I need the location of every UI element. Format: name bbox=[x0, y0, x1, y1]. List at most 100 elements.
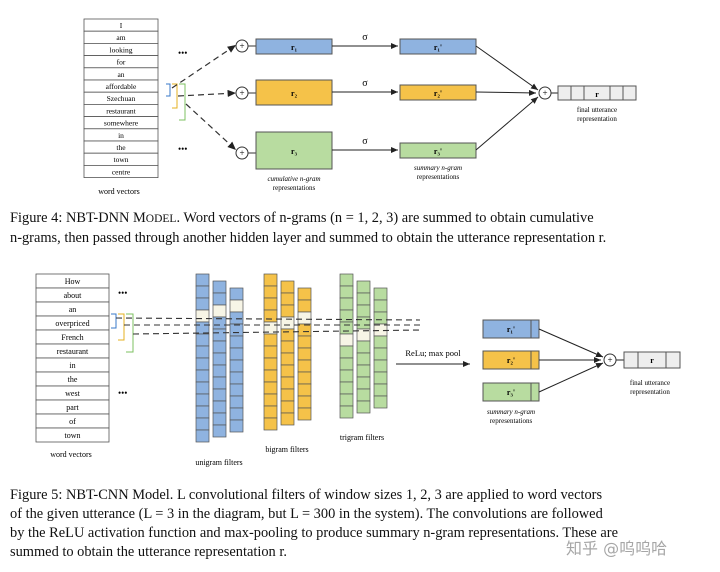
unigram-filter-cell bbox=[195, 405, 210, 419]
trigram-filter-cell bbox=[339, 369, 354, 383]
fig5-plus-final-text: + bbox=[607, 355, 612, 365]
fig4-word-text: in bbox=[118, 131, 124, 140]
unigram-filter-cell bbox=[212, 400, 227, 414]
fig4-summary-label-1: summary n-gram bbox=[414, 164, 462, 172]
caption4-prefix: Figure 4: NBT-DNN M bbox=[10, 210, 146, 226]
unigram-filter-cell bbox=[229, 347, 244, 361]
bigram-filter-cell bbox=[263, 273, 278, 287]
unigram-filter-cell bbox=[212, 340, 227, 354]
fig5-bigram-label: bigram filters bbox=[265, 445, 308, 454]
fig5-word-text: How bbox=[65, 277, 81, 286]
fig4-cumulative-label-1: cumulative n-gram bbox=[267, 175, 320, 183]
unigram-filter-cell bbox=[212, 292, 227, 306]
bigram-filter-cell bbox=[280, 328, 295, 342]
fig4-word-text: town bbox=[114, 155, 129, 164]
fig4-summary-label-2: representations bbox=[417, 173, 460, 181]
bigram-filter-cell bbox=[297, 359, 312, 373]
bigram-filter-cell bbox=[297, 335, 312, 349]
fig4-dashed-1 bbox=[171, 44, 237, 89]
fig5-summary-label-2: representations bbox=[490, 417, 533, 425]
fig4-sigma-3: σ bbox=[362, 136, 368, 147]
unigram-filter-cell bbox=[212, 412, 227, 426]
unigram-filter-cell bbox=[195, 273, 210, 287]
fig4-plus-1-text: + bbox=[239, 41, 244, 51]
unigram-filter-cell bbox=[195, 369, 210, 383]
bigram-filter-cell bbox=[280, 352, 295, 366]
bigram-filter-cell bbox=[263, 309, 278, 323]
fig4-bracket-trigram bbox=[179, 83, 186, 121]
bigram-filter-cell bbox=[263, 345, 278, 359]
trigram-filter-cell bbox=[356, 340, 371, 354]
unigram-filter-cell bbox=[212, 328, 227, 342]
unigram-filter-cell bbox=[195, 321, 210, 335]
fig5-trigram-label: trigram filters bbox=[340, 433, 384, 442]
fig4-word-text: I bbox=[120, 21, 123, 30]
trigram-filter-cell bbox=[356, 388, 371, 402]
fig5-r1p-label: r₁' bbox=[507, 325, 515, 334]
fig5-unigram-label: unigram filters bbox=[195, 458, 242, 467]
bigram-filter-cell bbox=[263, 297, 278, 311]
fig5-word-text: town bbox=[65, 431, 81, 440]
unigram-filter-cell bbox=[229, 323, 244, 337]
unigram-filter-cell bbox=[212, 352, 227, 366]
trigram-filter-cell bbox=[339, 285, 354, 299]
caption4-line1: . Word vectors of n-grams (n = 1, 2, 3) … bbox=[176, 210, 594, 226]
trigram-filter-cell bbox=[339, 321, 354, 335]
bigram-filter-cell bbox=[297, 287, 312, 301]
unigram-filter-cell bbox=[212, 376, 227, 390]
fig4-word-text: am bbox=[116, 33, 125, 42]
bigram-filter-cell bbox=[263, 381, 278, 395]
trigram-filter-cell bbox=[339, 309, 354, 323]
bigram-filter-cell bbox=[297, 323, 312, 337]
fig5-bracket-unigram bbox=[111, 313, 117, 329]
figure-5: HowaboutanoverpricedFrenchrestaurantinth… bbox=[35, 273, 681, 467]
bigram-filter-cell bbox=[280, 412, 295, 426]
fig5-relu-label: ReLu; max pool bbox=[405, 348, 461, 358]
bigram-filter-cell bbox=[280, 400, 295, 414]
fig4-final-label-1: final utterance bbox=[577, 106, 617, 114]
figure-4: IamlookingforanaffordableSzechuanrestaur… bbox=[83, 18, 637, 196]
fig5-bracket-trigram bbox=[126, 313, 134, 353]
fig5-word-text: in bbox=[69, 361, 75, 370]
fig4-merge-1 bbox=[475, 45, 539, 91]
bigram-filter-cell bbox=[280, 280, 295, 294]
fig4-r2p-label: r₂' bbox=[434, 89, 442, 98]
trigram-filter-cell bbox=[356, 352, 371, 366]
fig4-ellipsis-top: ••• bbox=[178, 48, 187, 58]
unigram-filter-cell bbox=[229, 335, 244, 349]
unigram-filter-cell bbox=[229, 419, 244, 433]
trigram-filter-cell bbox=[339, 297, 354, 311]
trigram-filter-cell bbox=[339, 381, 354, 395]
unigram-filter-cell bbox=[212, 388, 227, 402]
fig4-word-text: affordable bbox=[106, 82, 137, 91]
unigram-filter-cell bbox=[229, 359, 244, 373]
fig4-word-vectors-label: word vectors bbox=[98, 187, 140, 196]
fig5-filters bbox=[195, 273, 388, 443]
fig4-r3p-box bbox=[399, 142, 477, 159]
trigram-filter-cell bbox=[339, 357, 354, 371]
unigram-filter-cell bbox=[195, 357, 210, 371]
fig5-summary-label-1: summary n-gram bbox=[487, 408, 535, 416]
fig5-word-text: west bbox=[65, 389, 80, 398]
fig4-r1p-label: r₁' bbox=[434, 43, 442, 52]
bigram-filter-cell bbox=[280, 292, 295, 306]
bigram-filter-cell bbox=[263, 417, 278, 431]
trigram-filter-cell bbox=[339, 273, 354, 287]
caption4-smallcaps: ODEL bbox=[145, 213, 177, 225]
fig5-final-label-2: representation bbox=[630, 388, 670, 396]
unigram-filter-cell bbox=[212, 364, 227, 378]
fig4-final-box bbox=[557, 85, 637, 101]
bigram-filter-cell bbox=[297, 311, 312, 325]
bigram-filter-cell bbox=[297, 371, 312, 385]
unigram-filter-cell bbox=[229, 395, 244, 409]
bigram-filter-cell bbox=[263, 393, 278, 407]
fig5-word-text: an bbox=[69, 305, 77, 314]
fig5-word-text: about bbox=[64, 291, 83, 300]
fig5-final-label-1: final utterance bbox=[630, 379, 670, 387]
unigram-filter-cell bbox=[229, 311, 244, 325]
fig5-word-text: overpriced bbox=[55, 319, 89, 328]
trigram-filter-cell bbox=[373, 347, 388, 361]
fig4-word-text: centre bbox=[112, 167, 131, 176]
fig4-r3p-label: r₃' bbox=[434, 147, 442, 156]
bigram-filter-cell bbox=[297, 383, 312, 397]
